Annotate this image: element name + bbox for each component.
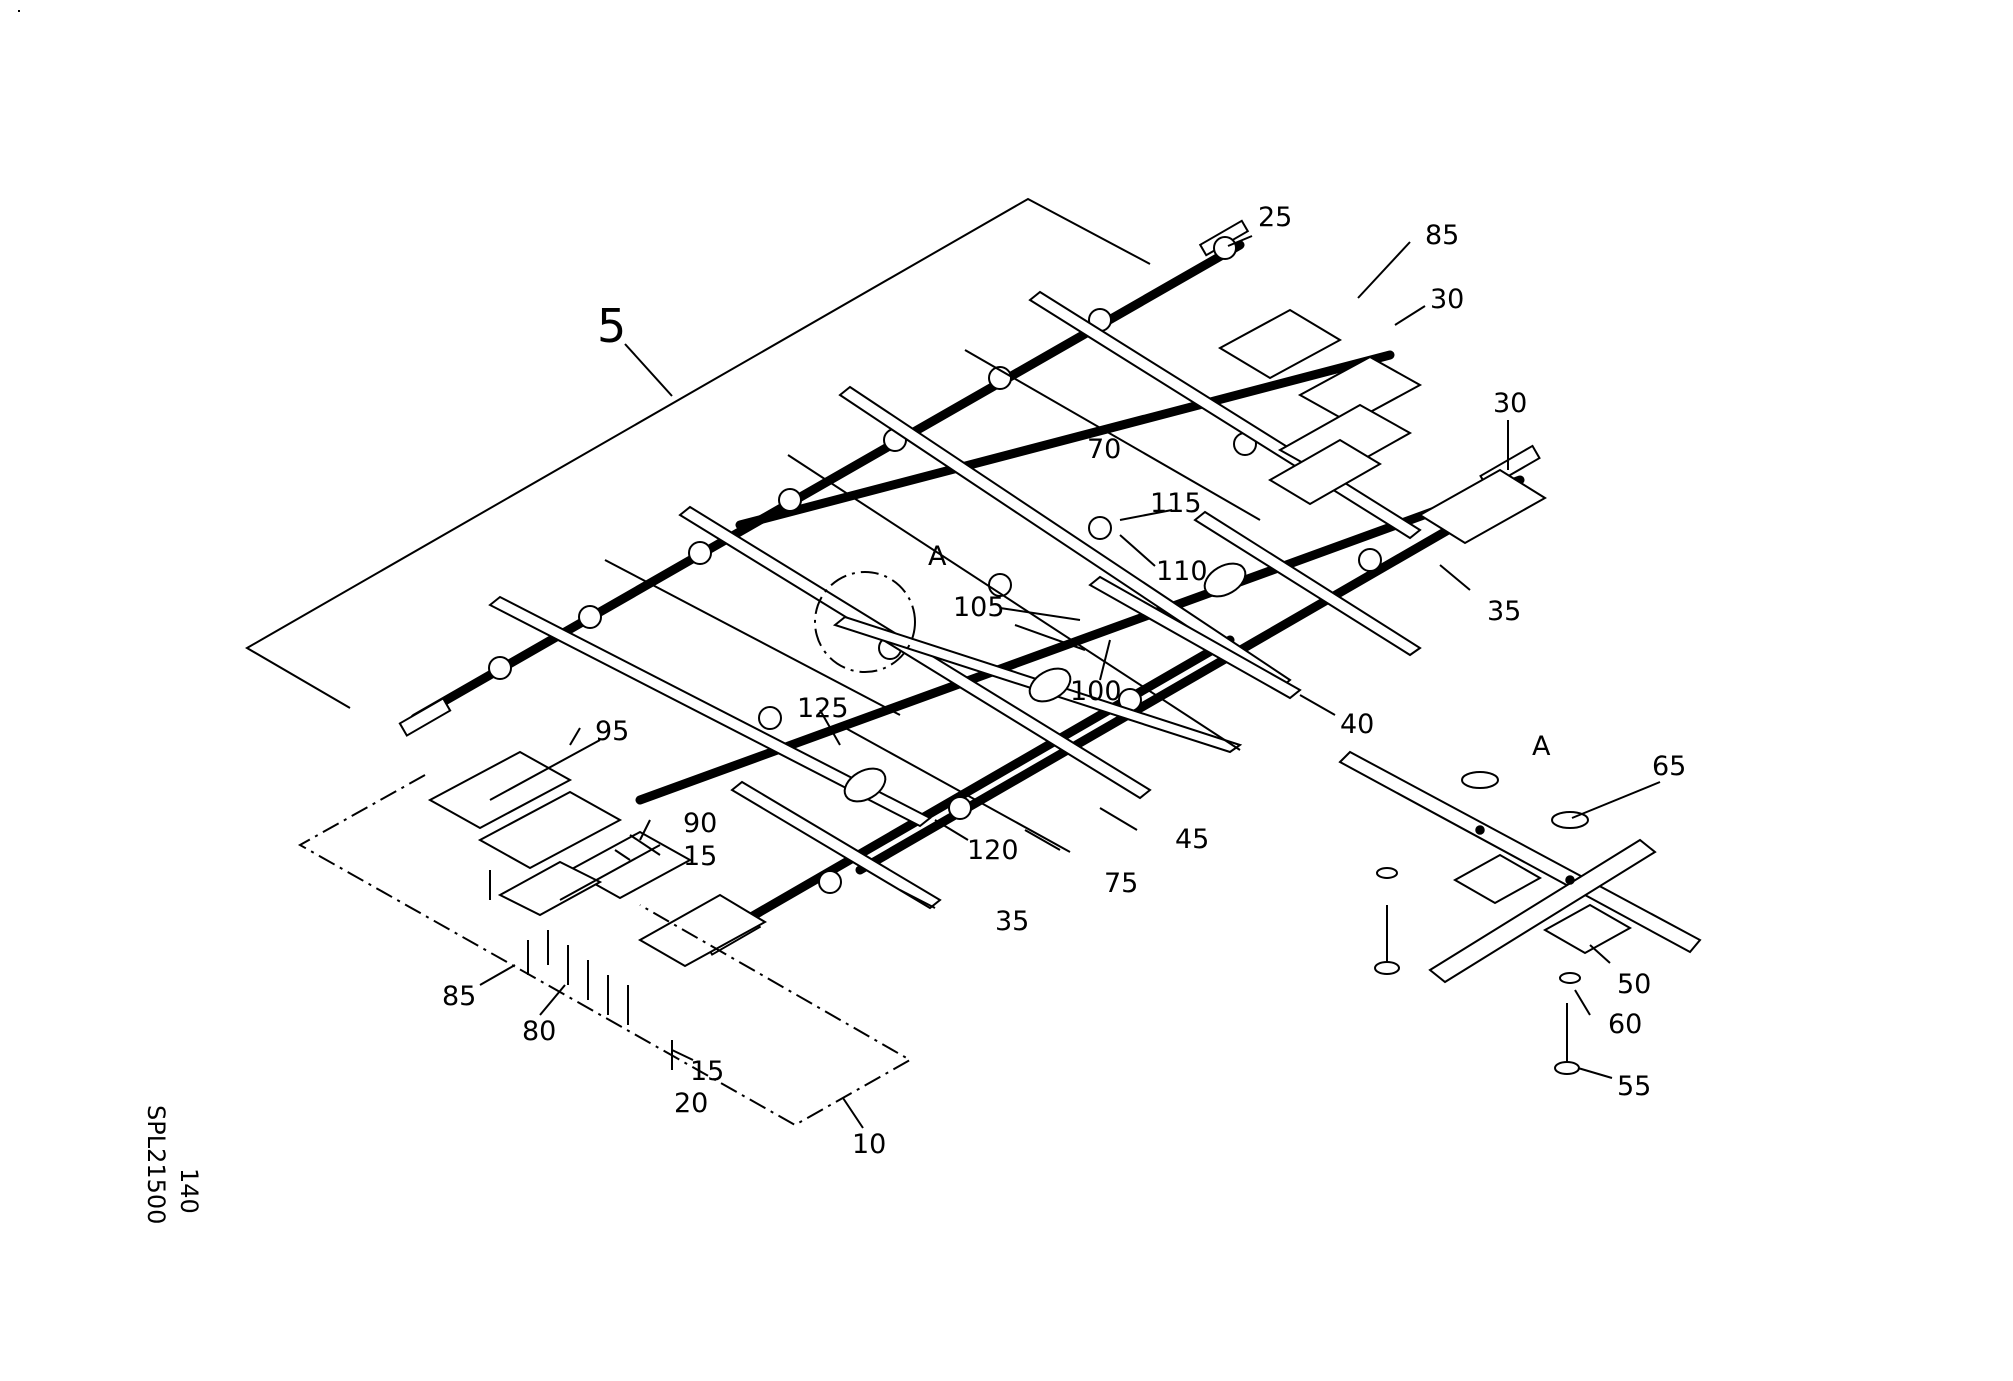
label-90: 90 — [683, 808, 717, 839]
inset-detail-a — [1338, 750, 1702, 1075]
label-30-right: 30 — [1493, 388, 1527, 419]
label-35-right: 35 — [1487, 596, 1521, 627]
label-120: 120 — [967, 835, 1019, 866]
label-110: 110 — [1156, 556, 1208, 587]
label-85-bottom: 85 — [442, 981, 476, 1012]
label-15-a: 15 — [683, 841, 717, 872]
label-55: 55 — [1617, 1071, 1651, 1102]
label-115: 115 — [1150, 488, 1202, 519]
chain-shaft-2 — [735, 350, 1395, 530]
label-a-main: A — [928, 541, 947, 572]
label-65: 65 — [1652, 751, 1686, 782]
label-a-inset: A — [1532, 731, 1551, 762]
label-45: 45 — [1175, 824, 1209, 855]
label-15-b: 15 — [690, 1056, 724, 1087]
leader-lines — [479, 235, 1661, 1129]
label-125: 125 — [797, 693, 849, 724]
label-80: 80 — [522, 1016, 556, 1047]
page-number: 140 — [175, 1168, 203, 1214]
corner-dot — [18, 10, 20, 12]
label-50: 50 — [1617, 969, 1651, 1000]
rods — [604, 349, 1261, 853]
clamp-plates-right — [1217, 308, 1547, 545]
label-20: 20 — [674, 1088, 708, 1119]
clamp-plates-left — [427, 739, 768, 968]
label-10: 10 — [852, 1129, 886, 1160]
label-70: 70 — [1087, 434, 1121, 465]
drawing-code: SPL21500 — [142, 1105, 170, 1225]
label-40: 40 — [1340, 709, 1374, 740]
label-35-bottom: 35 — [995, 906, 1029, 937]
label-75: 75 — [1104, 868, 1138, 899]
detail-circle-a — [814, 571, 916, 673]
label-105: 105 — [953, 592, 1005, 623]
label-85-top: 85 — [1425, 220, 1459, 251]
sprockets — [488, 236, 1482, 894]
label-5: 5 — [597, 299, 626, 353]
label-25: 25 — [1258, 202, 1292, 233]
assembly-bracket — [245, 197, 1151, 709]
rollers — [843, 562, 1247, 803]
label-100: 100 — [1070, 676, 1122, 707]
callout-labels: 5 A A 25 85 30 30 70 115 110 105 100 35 … — [442, 202, 1686, 1160]
label-95: 95 — [595, 716, 629, 747]
label-30-top: 30 — [1430, 284, 1464, 315]
label-60: 60 — [1608, 1009, 1642, 1040]
